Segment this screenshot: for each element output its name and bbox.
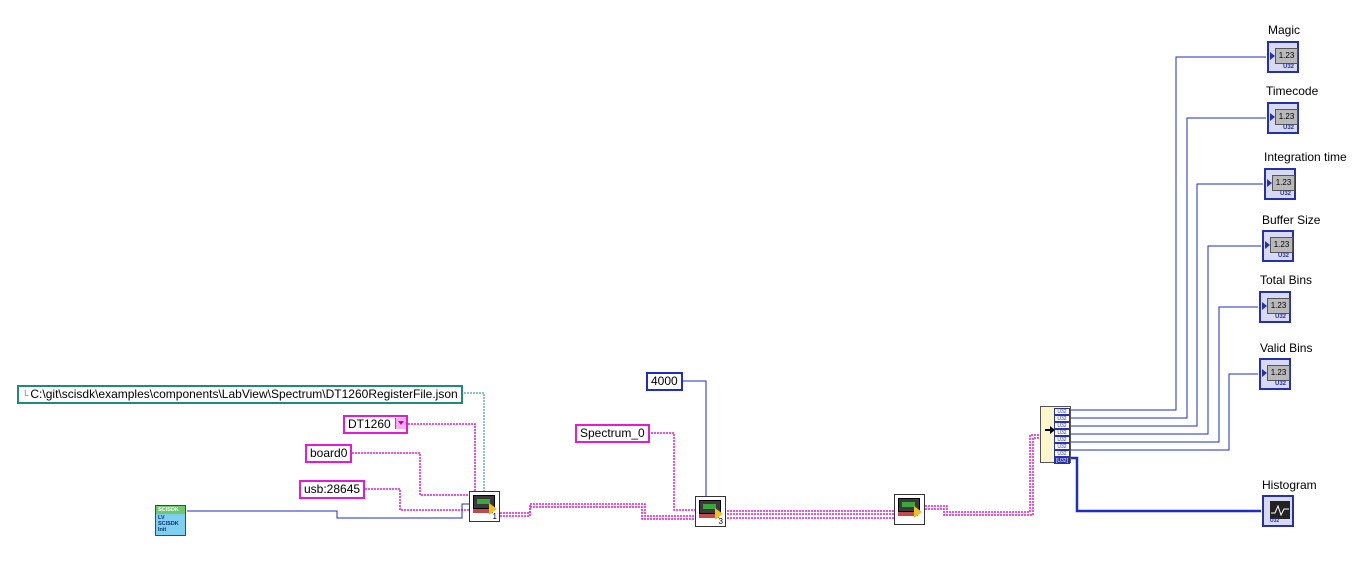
numeric-display: 1.23 <box>1272 175 1295 191</box>
spectrum-name-text: Spectrum_0 <box>580 426 645 440</box>
read-data-node[interactable]: 3 <box>695 496 726 527</box>
connection-constant[interactable]: usb:28645 <box>299 480 366 499</box>
unbundle-term[interactable]: U32 <box>1054 450 1070 457</box>
scisdk-init-node[interactable]: SCISDK LV SCISDK Init <box>155 505 186 536</box>
spectrum-wire[interactable] <box>645 432 696 511</box>
arrow-icon <box>914 506 922 518</box>
init-line-2: LV <box>158 515 165 521</box>
type-label: U32 <box>1274 381 1286 387</box>
arrow-icon <box>715 508 723 520</box>
type-label: U32 <box>1279 191 1291 197</box>
input-arrow-icon <box>1262 369 1267 377</box>
indicator-label-total-bins: Total Bins <box>1260 273 1313 287</box>
init-line-4: Init <box>158 527 167 533</box>
path-wire[interactable] <box>458 392 485 495</box>
board-wire[interactable] <box>352 452 470 496</box>
unbundle-term[interactable]: U32 <box>1054 422 1070 429</box>
timeout-text: 4000 <box>651 374 678 388</box>
init-line-1: SCISDK <box>156 506 185 514</box>
arrow-icon <box>489 503 497 515</box>
integration-time-indicator[interactable]: 1.23 U32 <box>1264 168 1296 200</box>
magic-indicator[interactable]: 1.23 U32 <box>1267 41 1299 73</box>
add-device-index: 1 <box>492 512 497 521</box>
dropdown-arrow-icon[interactable] <box>394 418 406 429</box>
wire-buffer[interactable] <box>1071 245 1261 435</box>
input-arrow-icon <box>1270 113 1275 121</box>
connection-wire[interactable] <box>359 488 470 511</box>
register-file-path-constant[interactable]: └C:\git\scisdk\examples\components\LabVi… <box>17 385 463 404</box>
data-wire[interactable] <box>925 434 1040 513</box>
unbundle-term-array[interactable]: [U32] <box>1054 457 1070 464</box>
register-file-path-text: C:\git\scisdk\examples\components\LabVie… <box>30 387 458 401</box>
input-arrow-icon <box>1270 52 1275 60</box>
buffer-size-indicator[interactable]: 1.23 U32 <box>1262 230 1294 262</box>
bar-icon <box>699 514 719 518</box>
numeric-display: 1.23 <box>1267 365 1290 381</box>
spectrum-name-constant[interactable]: Spectrum_0 <box>575 424 650 443</box>
type-label: U32 <box>1277 253 1289 259</box>
unbundle-by-name-node[interactable]: U32 U32 U32 U32 U32 U32 U32 [U32] <box>1040 406 1071 464</box>
wire-histogram[interactable] <box>1071 456 1261 513</box>
model-text: DT1260 <box>348 417 391 431</box>
unbundle-term[interactable]: U32 <box>1054 408 1070 415</box>
input-arrow-icon <box>1262 302 1267 310</box>
total-bins-indicator[interactable]: 1.23 U32 <box>1259 291 1291 323</box>
read-data-index: 3 <box>718 517 723 526</box>
numeric-display: 1.23 <box>1267 298 1290 314</box>
valid-bins-indicator[interactable]: 1.23 U32 <box>1259 358 1291 390</box>
bar-icon <box>898 512 918 516</box>
bar-icon <box>473 509 493 513</box>
unbundle-term[interactable]: U32 <box>1054 415 1070 422</box>
wire-magic[interactable] <box>1071 56 1266 411</box>
add-device-node[interactable]: 1 <box>469 491 500 522</box>
model-ring-constant[interactable]: DT1260 <box>343 415 408 434</box>
wire-timecode[interactable] <box>1071 117 1266 419</box>
graph-icon <box>1270 501 1290 519</box>
indicator-label-buffer-size: Buffer Size <box>1262 213 1321 227</box>
input-arrow-icon <box>1265 241 1270 249</box>
type-label: U32 <box>1282 125 1294 131</box>
input-arrow-icon <box>1267 179 1272 187</box>
numeric-display: 1.23 <box>1270 237 1293 253</box>
init-handle-wire[interactable] <box>187 503 470 519</box>
handle-wire-1a[interactable] <box>500 503 696 517</box>
wire-total[interactable] <box>1071 306 1258 443</box>
histogram-indicator[interactable]: U32 <box>1262 495 1294 527</box>
board-name-text: board0 <box>310 446 348 460</box>
input-arrow-icon <box>1045 426 1055 434</box>
unbundle-term[interactable]: U32 <box>1054 429 1070 436</box>
connection-text: usb:28645 <box>304 482 361 496</box>
path-icon: └ <box>22 390 29 400</box>
wire-integration[interactable] <box>1071 183 1263 427</box>
type-label: U32 <box>1282 64 1294 70</box>
unbundle-term[interactable]: U32 <box>1054 436 1070 443</box>
init-line-3: SCISDK <box>158 521 179 527</box>
timecode-indicator[interactable]: 1.23 U32 <box>1267 102 1299 134</box>
numeric-display: 1.23 <box>1275 48 1298 64</box>
type-label: U32 <box>1270 518 1280 524</box>
timeout-constant[interactable]: 4000 <box>646 372 683 391</box>
numeric-display: 1.23 <box>1275 109 1298 125</box>
free-node[interactable] <box>894 494 925 525</box>
wire-valid[interactable] <box>1071 373 1258 451</box>
indicator-label-valid-bins: Valid Bins <box>1260 341 1313 355</box>
data-wire-b[interactable] <box>925 437 1040 516</box>
waveform-icon <box>1271 504 1289 517</box>
timeout-wire[interactable] <box>678 380 707 497</box>
indicator-label-integration-time: Integration time <box>1264 150 1347 164</box>
handle-wire-1b[interactable] <box>500 506 696 520</box>
indicator-label-magic: Magic <box>1268 23 1301 37</box>
unbundle-term[interactable]: U32 <box>1054 443 1070 450</box>
board-name-constant[interactable]: board0 <box>305 444 353 463</box>
indicator-label-histogram: Histogram <box>1262 478 1317 492</box>
type-label: U32 <box>1274 314 1286 320</box>
indicator-label-timecode: Timecode <box>1266 84 1319 98</box>
model-wire[interactable] <box>405 423 476 495</box>
